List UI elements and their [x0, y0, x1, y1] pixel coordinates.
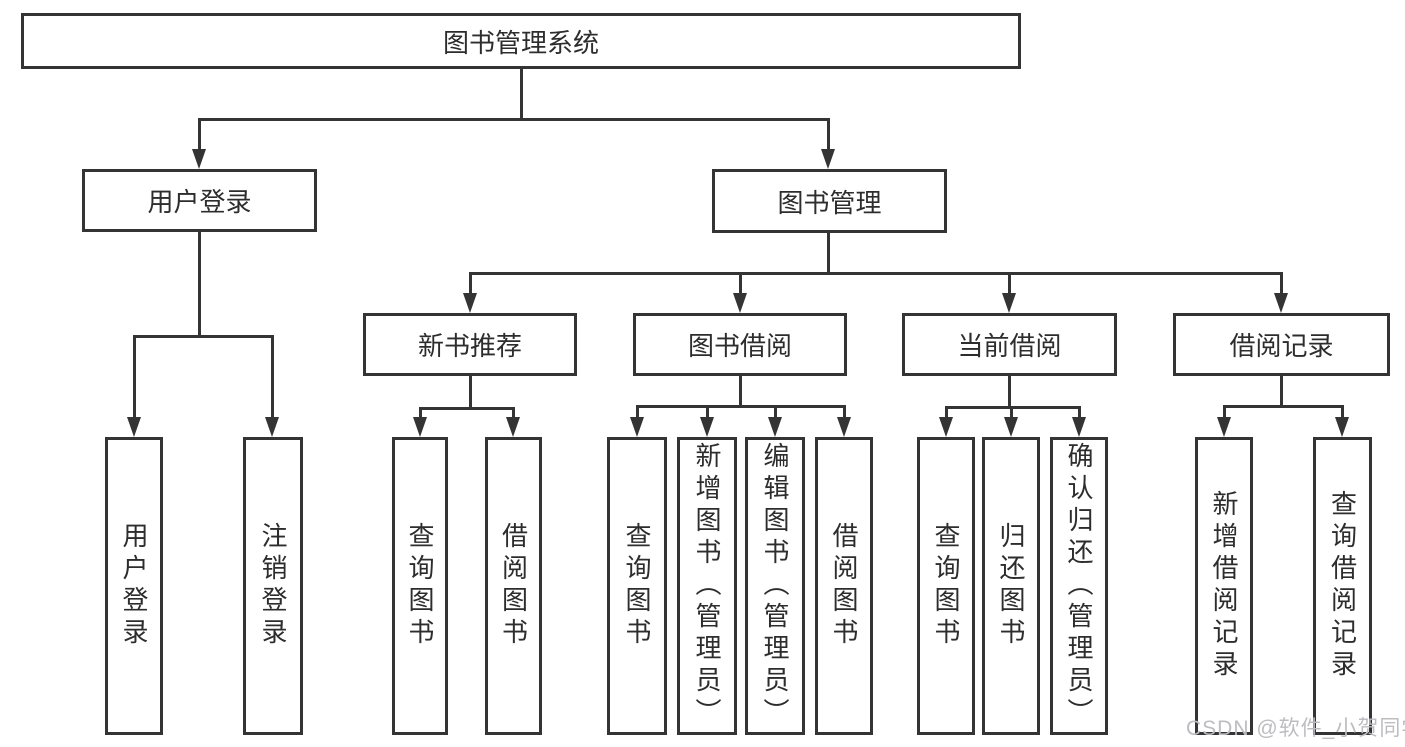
leaf-query-books-2-label: 查询图书 — [622, 522, 652, 650]
arrow-to-leaf-query-record — [1335, 405, 1349, 437]
arrow-to-leaf-borrow-books-2 — [837, 405, 851, 437]
arrowhead-icon — [630, 417, 644, 437]
arrow-to-leaf-borrow-books-1 — [506, 407, 520, 437]
leaf-borrow-books-1: 借阅图书 — [485, 437, 542, 735]
arrowhead-icon — [413, 417, 427, 437]
leaf-user-login: 用户登录 — [105, 437, 163, 735]
leaf-add-borrow-record-label: 新增借阅记录 — [1209, 490, 1239, 682]
arrowhead-icon — [1004, 417, 1018, 437]
arrow-to-book-borrow — [733, 272, 747, 313]
arrow-to-leaf-user-login — [127, 335, 141, 437]
node-user-login: 用户登录 — [82, 169, 317, 232]
leaf-borrow-books-2: 借阅图书 — [815, 437, 873, 735]
node-current-borrow-label: 当前借阅 — [957, 331, 1062, 361]
leaf-confirm-return-admin: 确认归还（管理员） — [1050, 437, 1108, 735]
arrow-to-new-book — [463, 272, 477, 313]
leaf-query-books-3: 查询图书 — [917, 437, 975, 735]
leaf-borrow-books-2-label: 借阅图书 — [829, 522, 859, 650]
arrow-to-leaf-query-books-3 — [939, 406, 953, 437]
leaf-add-books-admin: 新增图书（管理员） — [677, 437, 737, 735]
node-borrow-records-label: 借阅记录 — [1229, 331, 1334, 361]
arrow-to-leaf-return-books — [1004, 406, 1018, 437]
node-user-login-label: 用户登录 — [147, 187, 252, 217]
arrow-to-leaf-confirm-return — [1072, 406, 1086, 437]
arrowhead-icon — [127, 417, 141, 437]
arrowhead-icon — [768, 417, 782, 437]
arrowhead-icon — [700, 417, 714, 437]
arrowhead-icon — [1072, 417, 1086, 437]
arrow-to-leaf-query-books-2 — [630, 405, 644, 437]
arrowhead-icon — [192, 149, 206, 169]
arrowhead-icon — [463, 293, 477, 313]
arrowhead-icon — [837, 417, 851, 437]
leaf-edit-books-admin-label: 编辑图书（管理员） — [760, 442, 790, 730]
arrowhead-icon — [506, 417, 520, 437]
arrow-to-borrow-records — [1274, 272, 1288, 313]
arrowhead-icon — [1335, 417, 1349, 437]
node-root-label: 图书管理系统 — [442, 27, 599, 58]
arrow-to-leaf-edit-books — [768, 405, 782, 437]
arrowhead-icon — [1002, 293, 1016, 313]
arrow-to-leaf-add-record — [1217, 405, 1231, 437]
arrow-to-leaf-query-books-1 — [413, 407, 427, 437]
arrowhead-icon — [1274, 293, 1288, 313]
leaf-query-borrow-record: 查询借阅记录 — [1313, 437, 1372, 735]
node-borrow-records: 借阅记录 — [1173, 313, 1390, 376]
connector-user-login-rail — [132, 335, 274, 338]
arrowhead-icon — [1217, 417, 1231, 437]
arrow-to-leaf-add-books — [700, 405, 714, 437]
connector-level2-rail — [197, 118, 830, 121]
connector-user-login-stem — [197, 232, 201, 335]
leaf-add-borrow-record: 新增借阅记录 — [1195, 437, 1253, 735]
connector-borrow-records-stem — [1279, 376, 1283, 405]
connector-new-book-stem — [468, 376, 472, 407]
node-new-book-recommend-label: 新书推荐 — [417, 331, 522, 361]
leaf-user-login-label: 用户登录 — [119, 522, 149, 650]
connector-book-mgmt-stem — [826, 233, 830, 272]
leaf-query-books-3-label: 查询图书 — [931, 522, 961, 650]
connector-book-borrow-stem — [738, 376, 742, 405]
leaf-logout: 注销登录 — [243, 437, 303, 735]
watermark: CSDN @软件_小贺同学 — [1186, 717, 1405, 740]
connector-book-borrow-rail — [635, 405, 846, 408]
arrowhead-icon — [821, 149, 835, 169]
node-root: 图书管理系统 — [21, 13, 1021, 69]
leaf-return-books: 归还图书 — [982, 437, 1040, 735]
leaf-logout-label: 注销登录 — [258, 522, 288, 650]
arrow-to-user-login — [192, 118, 206, 169]
leaf-add-books-admin-label: 新增图书（管理员） — [692, 442, 722, 730]
arrowhead-icon — [939, 417, 953, 437]
leaf-query-borrow-record-label: 查询借阅记录 — [1327, 490, 1358, 682]
connector-root-stem — [519, 69, 523, 118]
node-book-management: 图书管理 — [712, 169, 947, 233]
arrow-to-leaf-logout — [265, 335, 279, 437]
connector-current-borrow-stem — [1007, 376, 1011, 406]
leaf-borrow-books-1-label: 借阅图书 — [498, 522, 529, 650]
arrowhead-icon — [733, 293, 747, 313]
leaf-edit-books-admin: 编辑图书（管理员） — [745, 437, 805, 735]
leaf-confirm-return-admin-label: 确认归还（管理员） — [1064, 442, 1094, 730]
arrow-to-book-mgmt — [821, 118, 835, 169]
node-book-management-label: 图书管理 — [777, 187, 882, 218]
connector-current-borrow-rail — [944, 406, 1081, 409]
connector-level3-rail — [468, 272, 1283, 275]
arrowhead-icon — [265, 417, 279, 437]
leaf-query-books-1: 查询图书 — [392, 437, 448, 735]
leaf-query-books-1-label: 查询图书 — [405, 522, 435, 650]
node-current-borrow: 当前借阅 — [902, 313, 1117, 376]
connector-new-book-rail — [418, 407, 515, 410]
arrow-to-current-borrow — [1002, 272, 1016, 313]
connector-borrow-records-rail — [1222, 405, 1344, 408]
leaf-return-books-label: 归还图书 — [996, 522, 1026, 650]
leaf-query-books-2: 查询图书 — [607, 437, 667, 735]
node-book-borrow-label: 图书借阅 — [687, 331, 792, 361]
node-book-borrow: 图书借阅 — [633, 313, 847, 376]
node-new-book-recommend: 新书推荐 — [363, 313, 577, 376]
